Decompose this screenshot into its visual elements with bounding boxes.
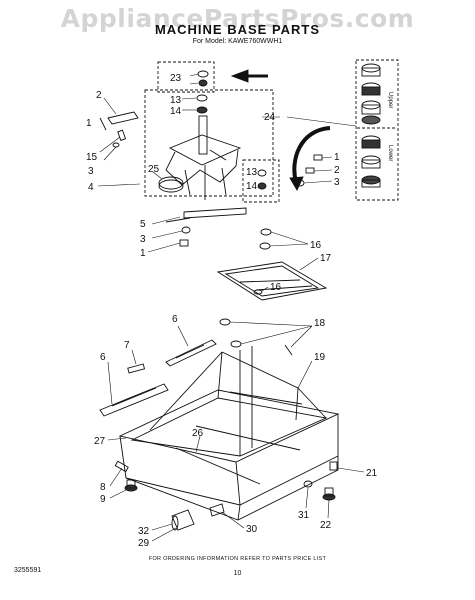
model-subtitle: For Model: KAWE760WWH1 — [192, 38, 283, 45]
bearing-label-lower: Lower — [387, 145, 393, 161]
callout-2-right: 2 — [334, 165, 340, 176]
bearing-set-24 — [357, 63, 397, 188]
callout-32: 32 — [138, 526, 150, 537]
callout-1-lower: 1 — [140, 248, 146, 259]
callout-17: 17 — [320, 253, 332, 264]
leveling-leg-8-9 — [114, 460, 138, 492]
leg-21 — [329, 461, 338, 471]
callout-16-bottom: 16 — [270, 282, 282, 293]
callout-1-upper: 1 — [86, 118, 92, 129]
callout-2-upper: 2 — [96, 90, 102, 101]
callout-6-lower: 6 — [100, 352, 106, 363]
pin-7 — [127, 363, 146, 374]
callout-8: 8 — [100, 482, 106, 493]
callout-3-lower: 3 — [140, 234, 146, 245]
bearing-arrow — [292, 126, 331, 183]
callout-22: 22 — [320, 520, 332, 531]
callout-29: 29 — [138, 538, 150, 549]
callout-14-lower: 14 — [246, 181, 258, 192]
leader-lines — [97, 73, 365, 542]
callout-24: 24 — [264, 112, 276, 123]
leg-31-22 — [303, 480, 336, 501]
spacer-13-14-lower — [257, 169, 267, 190]
page-code: 3255591 — [14, 567, 42, 574]
callout-30: 30 — [246, 524, 258, 535]
callout-13-lower: 13 — [246, 167, 258, 178]
callout-18: 18 — [314, 318, 326, 329]
callout-31: 31 — [298, 510, 310, 521]
ordering-info-note: FOR ORDERING INFORMATION REFER TO PARTS … — [148, 556, 327, 562]
bracket-2 — [99, 111, 139, 148]
callout-25: 25 — [148, 164, 160, 175]
page-title: MACHINE BASE PARTS — [154, 22, 321, 37]
callout-21: 21 — [366, 468, 378, 479]
callout-3-upper: 3 — [88, 166, 94, 177]
upper-detail-boxes — [144, 59, 399, 203]
seal-23 — [197, 70, 209, 87]
watermark: AppliancePartsPros.com — [60, 4, 415, 33]
callout-27: 27 — [94, 436, 106, 447]
bearing-arrow-head — [289, 176, 304, 191]
bracket-plate-17 — [216, 261, 328, 301]
bracket-30 — [209, 503, 225, 517]
callout-1-right: 1 — [334, 152, 340, 163]
rail-6-lower — [99, 383, 169, 417]
callout-5: 5 — [140, 219, 146, 230]
clips-16 — [253, 228, 272, 295]
callout-numbers: 23 13 14 2 1 15 3 4 25 13 14 1 2 3 24 5 … — [86, 73, 378, 549]
strap-5 — [165, 207, 247, 247]
callout-13-upper: 13 — [170, 95, 182, 106]
machine-base-19 — [118, 346, 340, 521]
spacer-13-14-upper — [196, 94, 208, 114]
ring-25 — [158, 176, 184, 193]
top-arrow-head — [230, 69, 249, 83]
callout-19: 19 — [314, 352, 326, 363]
callout-9: 9 — [100, 494, 106, 505]
callout-15: 15 — [86, 152, 98, 163]
center-hub-4 — [165, 115, 242, 200]
callout-6-upper: 6 — [172, 314, 178, 325]
page-number: 10 — [233, 570, 242, 577]
callout-7: 7 — [124, 340, 130, 351]
rail-6-upper — [165, 339, 217, 367]
bearing-label-upper: Upper — [387, 92, 393, 108]
callout-14-upper: 14 — [170, 106, 182, 117]
callout-4: 4 — [88, 182, 94, 193]
callout-16-top: 16 — [310, 240, 322, 251]
callout-26: 26 — [192, 428, 204, 439]
callout-23: 23 — [170, 73, 182, 84]
callout-3-right: 3 — [334, 177, 340, 188]
cylinder-32-29 — [171, 509, 195, 531]
